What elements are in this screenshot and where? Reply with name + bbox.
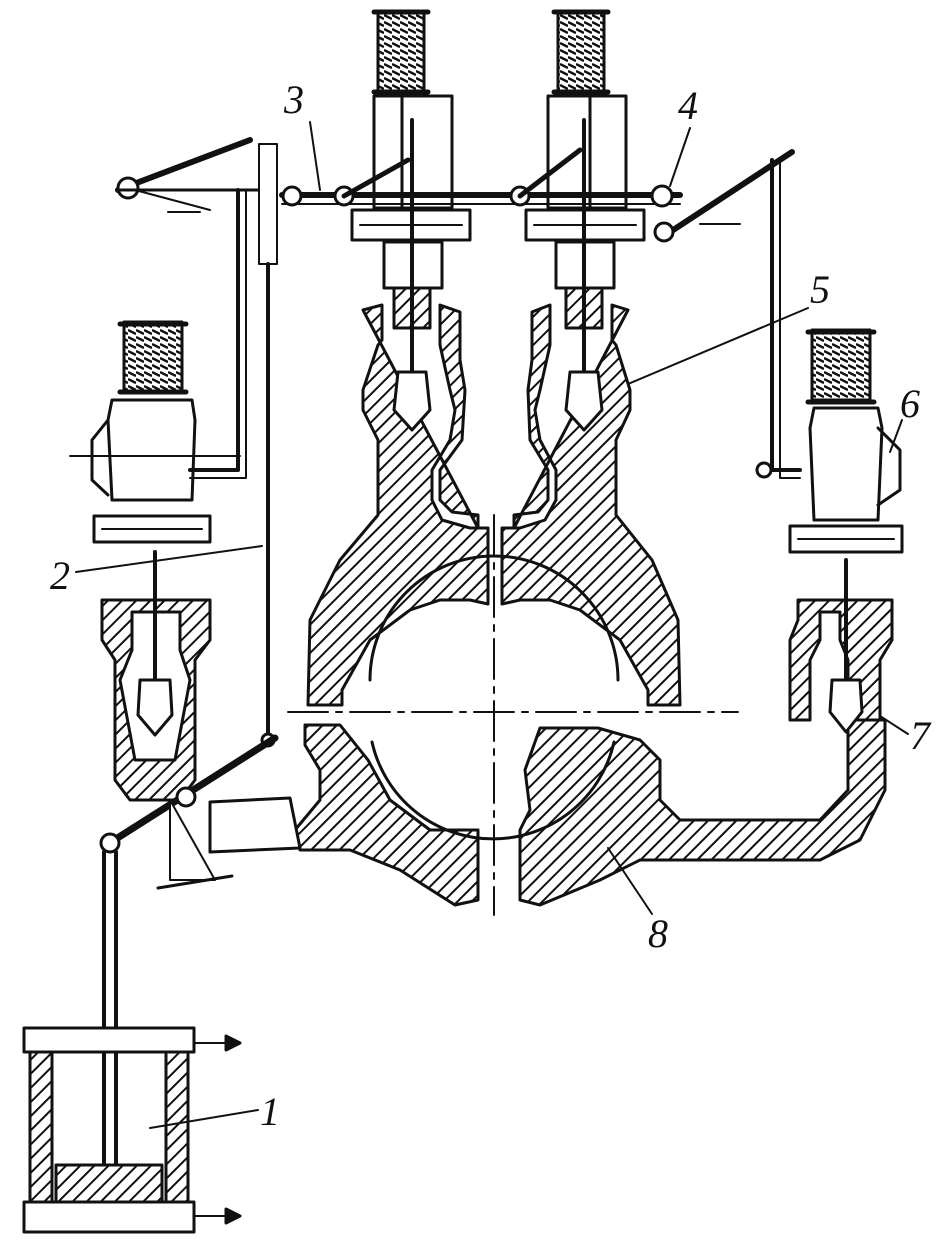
right-side-valve [788,328,904,734]
callout-6: 6 [900,381,920,426]
main-casing [293,303,887,907]
leader-lines [75,121,909,1129]
callout-4: 4 [678,83,698,128]
callout-3: 3 [284,77,304,122]
linkage-system [99,137,802,1172]
servo-cylinder [22,1026,242,1234]
callout-7: 7 [910,713,930,758]
top-right-valve [524,9,646,432]
callout-5: 5 [810,267,830,312]
left-side-valve [69,320,241,802]
callout-2: 2 [50,553,70,598]
callout-8: 8 [648,911,668,956]
top-left-valve [350,9,472,432]
callout-1: 1 [260,1089,280,1134]
